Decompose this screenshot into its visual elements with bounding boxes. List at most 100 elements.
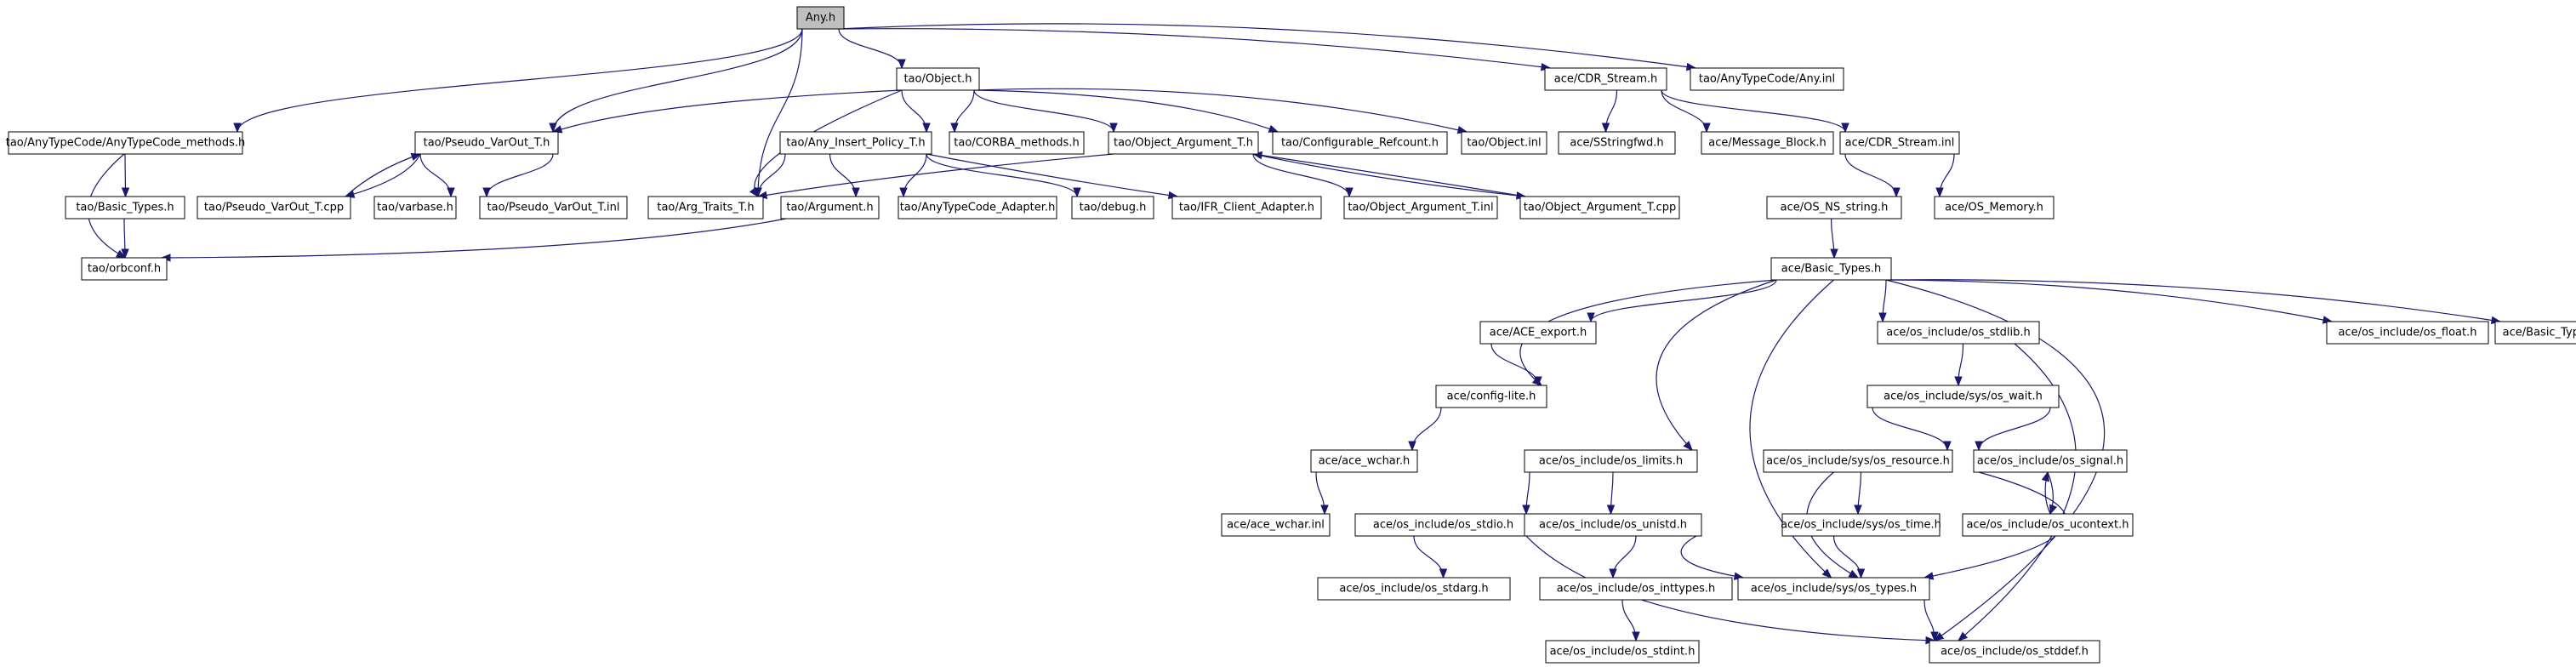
edge-line (838, 23, 1696, 69)
edge-arrowhead (899, 187, 908, 198)
dependency-edge (973, 88, 1468, 134)
edge-arrowhead (121, 187, 130, 198)
edge-arrowhead (1702, 123, 1711, 134)
node-box (1544, 67, 1667, 91)
dependency-edge (551, 89, 903, 134)
node-label: ace/CDR_Stream.h (1554, 73, 1658, 86)
dependency-edge (1251, 151, 1526, 197)
edge-arrowhead (2049, 504, 2058, 516)
node-label: ace/OS_NS_string.h (1781, 202, 1889, 214)
dependency-edge (1606, 471, 1616, 516)
edge-line (486, 153, 554, 197)
edge-arrowhead (1632, 631, 1640, 642)
graph-node: ace/OS_NS_string.h (1766, 196, 1902, 219)
graph-node: tao/IFR_Client_Adapter.h (1171, 196, 1322, 219)
dependency-edge (1315, 471, 1329, 516)
edge-arrowhead (1609, 568, 1617, 579)
dependency-edge (1252, 153, 1354, 198)
edge-arrowhead (754, 187, 762, 198)
edge-line (1661, 89, 1846, 133)
node-label: ace/os_include/os_float.h (2338, 327, 2476, 339)
dependency-edge (344, 153, 421, 198)
edge-line (419, 153, 452, 197)
node-label: ace/os_include/sys/os_resource.h (1766, 455, 1950, 468)
edge-arrowhead (852, 187, 860, 198)
graph-node: ace/ACE_export.h (1479, 321, 1597, 345)
edge-line (552, 28, 803, 133)
node-label: tao/Any_Insert_Policy_T.h (786, 137, 925, 150)
edge-line (1958, 343, 2077, 641)
edge-arrowhead (1320, 505, 1329, 516)
edge-arrowhead (1841, 123, 1849, 134)
graph-node: tao/Object_Argument_T.h (1108, 131, 1259, 155)
graph-node: ace/Message_Block.h (1701, 131, 1834, 155)
dependency-edge (1885, 279, 2334, 324)
node-box (373, 196, 457, 219)
node-label: ace/ace_wchar.h (1319, 455, 1411, 468)
node-box (81, 257, 168, 281)
node-label: ace/Basic_Types.inl (2503, 327, 2576, 339)
node-label: ace/os_include/sys/os_time.h (1781, 519, 1941, 532)
node-box (65, 196, 185, 219)
node-label: ace/os_include/os_signal.h (1977, 455, 2123, 468)
dependency-edge (950, 89, 975, 134)
edge-arrowhead (1848, 569, 1860, 579)
dependency-edge (838, 28, 906, 70)
graph-node: ace/os_include/os_limits.h (1524, 449, 1698, 473)
node-label: tao/AnyTypeCode/Any.inl (1699, 73, 1835, 86)
graph-node: ace/os_include/os_unistd.h (1524, 513, 1702, 537)
graph-node: ace/Basic_Types.h (1770, 257, 1892, 281)
edge-line (901, 89, 927, 133)
node-box (1354, 513, 1532, 537)
dependency-edge (2047, 471, 2058, 516)
dependency-edge (1490, 343, 1542, 387)
graph-node: tao/Object.inl (1461, 131, 1547, 155)
edge-arrowhead (1439, 568, 1448, 579)
graph-node: ace/CDR_Stream.inl (1839, 131, 1960, 155)
node-box (1839, 131, 1960, 155)
node-label: ace/os_include/os_limits.h (1539, 455, 1683, 468)
graph-node: ace/os_include/os_ucontext.h (1962, 513, 2134, 537)
edge-line (1525, 535, 1935, 641)
dependency-edge (345, 153, 422, 197)
graph-node: tao/Pseudo_VarOut_T.inl (479, 196, 628, 219)
dependency-edge (1844, 153, 1901, 198)
node-label: ace/os_include/sys/os_wait.h (1884, 391, 2043, 403)
node-box (1071, 196, 1154, 219)
edge-line (1590, 279, 1777, 322)
dependency-edge (1609, 535, 1637, 579)
node-box (1962, 513, 2134, 537)
node-label: tao/AnyTypeCode/AnyTypeCode_methods.h (6, 137, 246, 150)
node-box (1766, 196, 1902, 219)
node-box (647, 196, 764, 219)
dependency-edge (1935, 153, 1955, 198)
dependency-edge (1408, 407, 1442, 452)
edge-line (1680, 535, 1744, 579)
graph-node: ace/ace_wchar.inl (1221, 513, 1331, 537)
dependency-edge (419, 153, 455, 198)
edge-arrowhead (482, 187, 491, 198)
edge-line (345, 153, 421, 197)
edge-arrowhead (233, 123, 242, 134)
node-box (1524, 449, 1698, 473)
node-box (779, 131, 932, 155)
node-box (479, 196, 628, 219)
dependency-edge (121, 218, 129, 259)
graph-node: ace/os_include/os_stdio.h (1354, 513, 1532, 537)
graph-node: ace/os_include/os_signal.h (1973, 449, 2128, 473)
dependency-edge (1878, 279, 1887, 323)
dependency-edge (1656, 279, 1777, 451)
graph-node: ace/SStringfwd.h (1558, 131, 1676, 155)
graph-node: ace/OS_Memory.h (1934, 196, 2055, 219)
node-label: tao/Object.inl (1467, 137, 1541, 150)
node-label: ace/Message_Block.h (1708, 137, 1827, 150)
graph-node: ace/os_include/os_stdlib.h (1877, 321, 2040, 345)
edge-line (1519, 279, 1777, 386)
dependency-edge (2041, 470, 2051, 515)
edge-arrowhead (1345, 187, 1354, 198)
dependency-edge (1830, 218, 1838, 259)
graph-node: tao/Pseudo_VarOut_T.h (414, 131, 559, 155)
edge-arrowhead (1606, 505, 1616, 516)
node-label: tao/IFR_Client_Adapter.h (1179, 202, 1314, 214)
